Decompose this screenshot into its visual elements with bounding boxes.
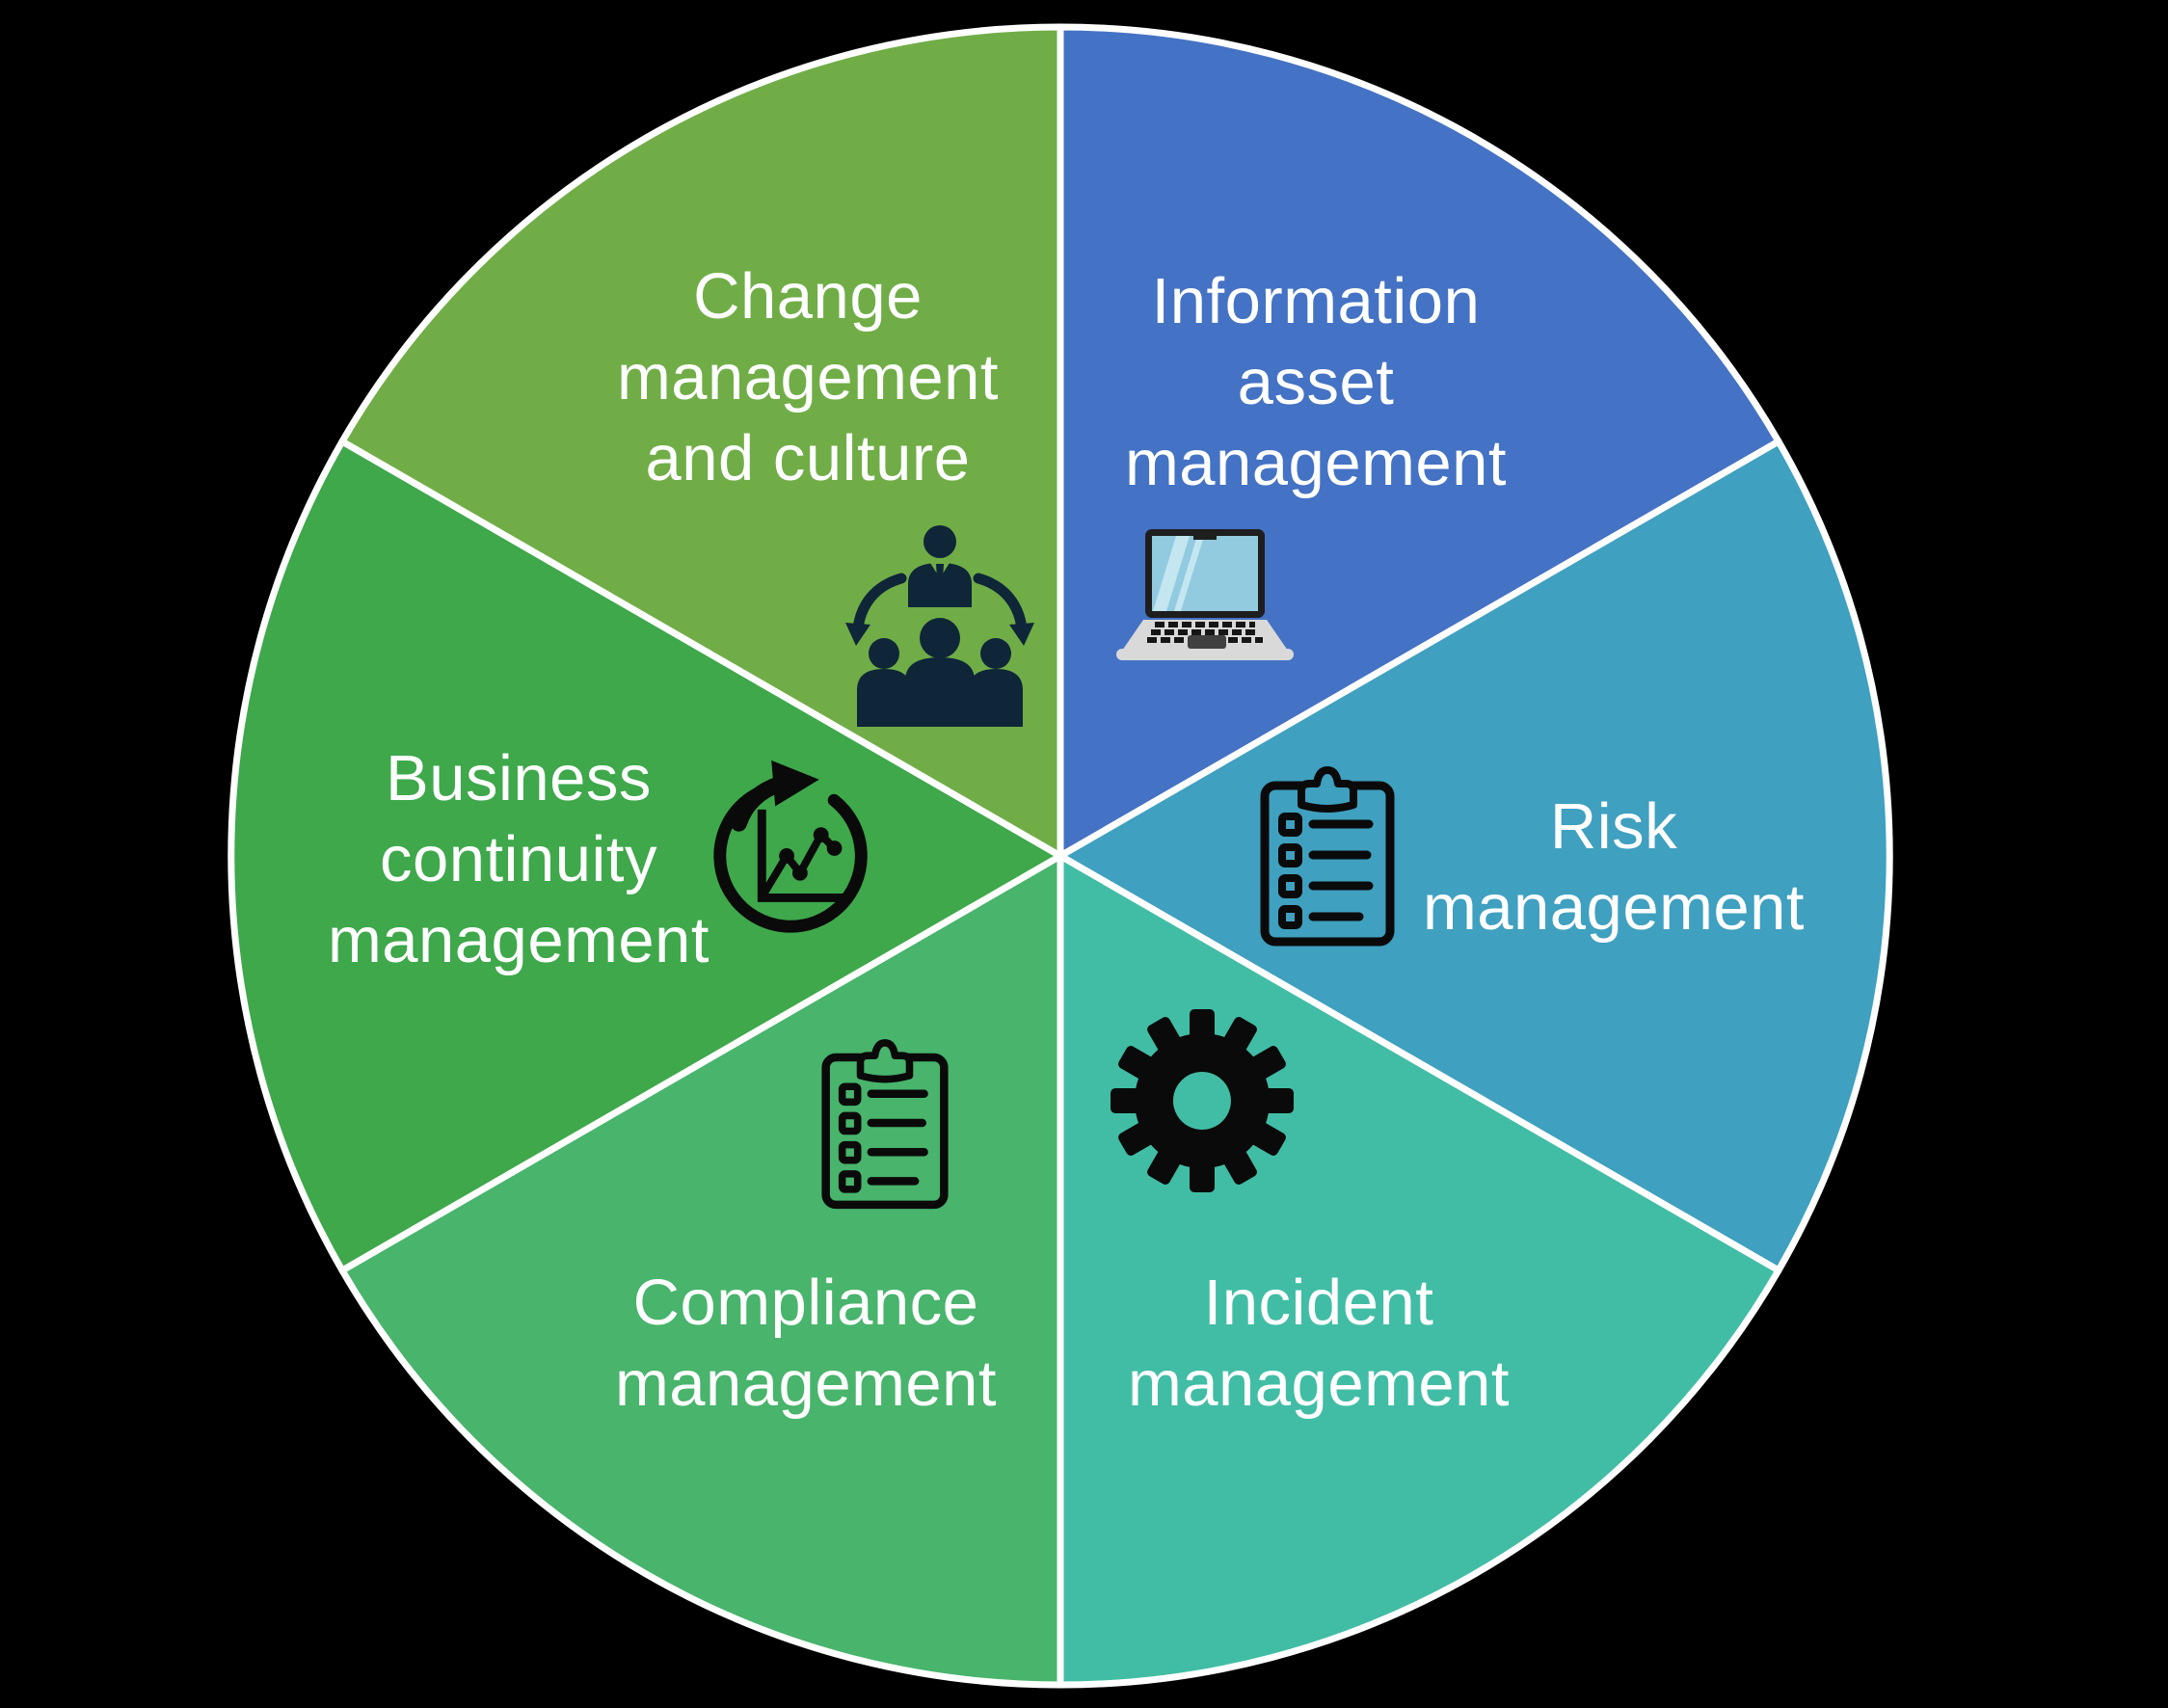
segment-label-compliance-management: Compliance management <box>614 1267 998 1420</box>
segment-label-business-continuity-management: Business continuity management <box>327 742 710 976</box>
wedge-risk-management <box>1057 438 1893 1274</box>
segment-label-risk-management: Risk management <box>1422 790 1806 944</box>
gear-icon <box>1111 1009 1294 1192</box>
segment-label-incident-management: Incident management <box>1127 1267 1511 1420</box>
wedge-business-continuity-management <box>228 438 1064 1274</box>
team-hierarchy-icon <box>845 525 1034 727</box>
cycle-chart-icon <box>713 760 868 933</box>
laptop-icon <box>1116 529 1294 660</box>
segment-label-information-asset-management: Information asset management <box>1124 265 1508 499</box>
checklist-clipboard-icon <box>1260 766 1395 947</box>
segment-label-change-management-and-culture: Change management and culture <box>616 260 1000 494</box>
checklist-clipboard-icon <box>821 1039 949 1210</box>
